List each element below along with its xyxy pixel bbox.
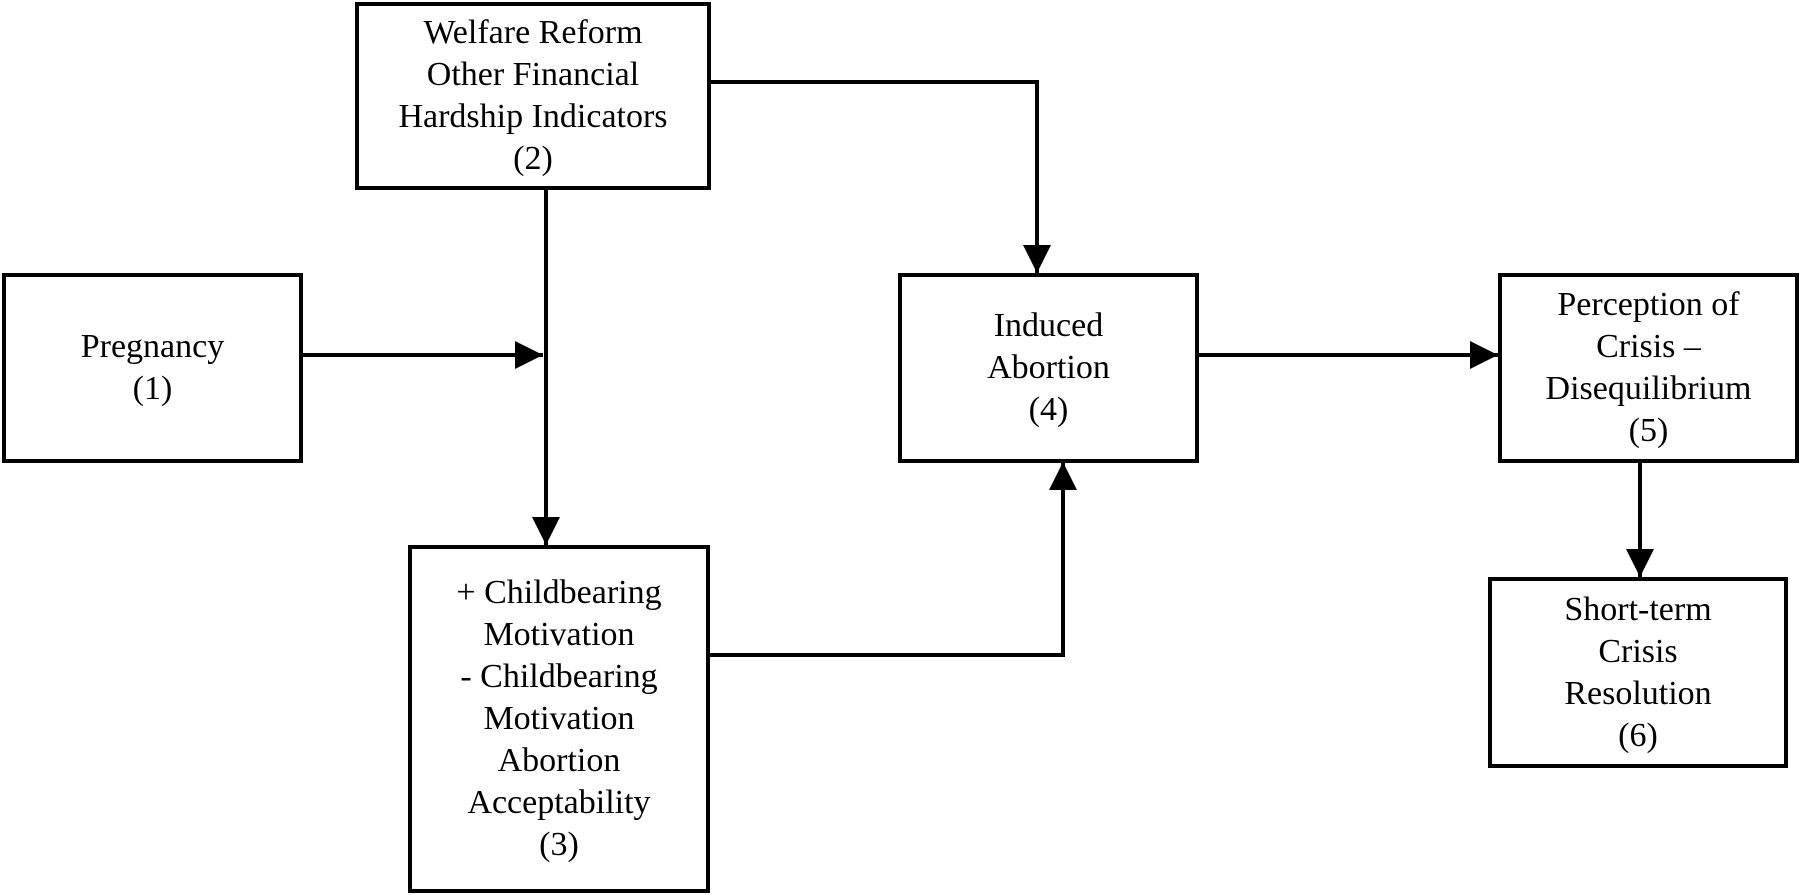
arrow-motivation-to-abortion [710,462,1077,657]
node-crisis-resolution: Short-term Crisis Resolution (6) [1488,577,1788,768]
node-pregnancy: Pregnancy (1) [2,273,303,463]
node-perception-of-crisis-label: Perception of Crisis – Disequilibrium (5… [1545,286,1752,449]
node-childbearing-motivation-label: + Childbearing Motivation - Childbearing… [456,574,662,863]
node-welfare-reform-label: Welfare Reform Other Financial Hardship … [398,14,668,177]
node-induced-abortion: Induced Abortion (4) [898,273,1199,463]
node-pregnancy-label: Pregnancy (1) [80,328,225,407]
node-welfare-reform: Welfare Reform Other Financial Hardship … [355,2,711,190]
arrow-welfare-to-abortion [710,80,1051,273]
node-perception-of-crisis: Perception of Crisis – Disequilibrium (5… [1498,273,1799,463]
node-crisis-resolution-label: Short-term Crisis Resolution (6) [1564,590,1712,754]
node-induced-abortion-label: Induced Abortion (4) [987,307,1110,428]
node-childbearing-motivation: + Childbearing Motivation - Childbearing… [408,545,710,893]
